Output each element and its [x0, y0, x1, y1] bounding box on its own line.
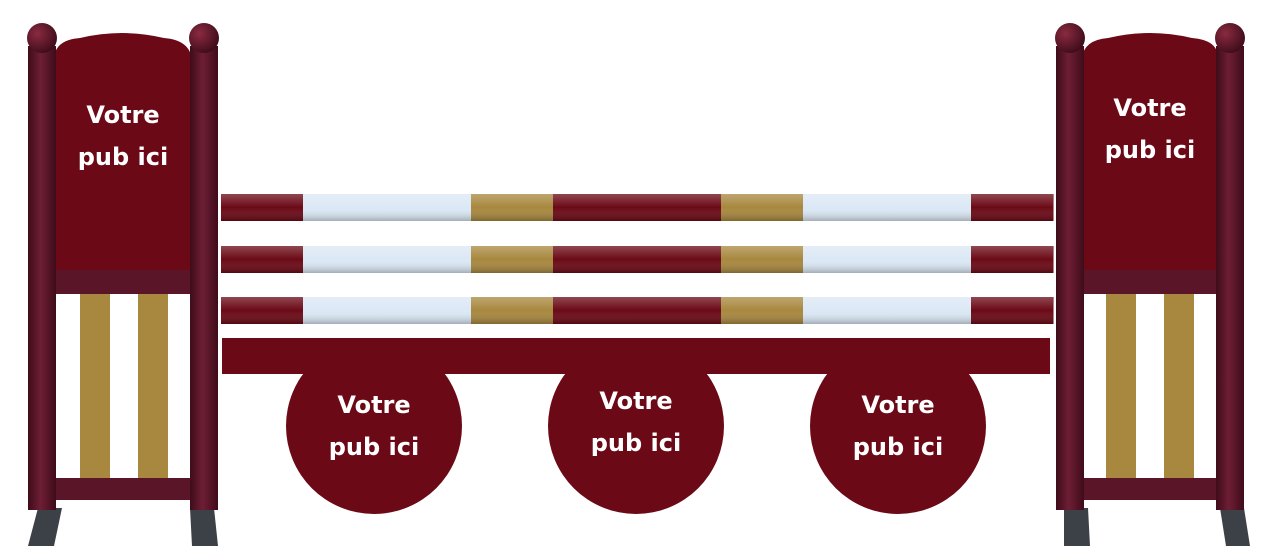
- left-wing-inner-finial: [189, 23, 219, 53]
- right-wing-inner-finial: [1055, 23, 1085, 53]
- right-wing-right-foot: [1220, 508, 1250, 546]
- filler-left-line1: Votre: [337, 391, 411, 419]
- jump-poles: [221, 194, 1054, 324]
- right-wing-left-foot: [1064, 508, 1090, 546]
- filler-center-line1: Votre: [599, 387, 673, 415]
- left-wing-outer-post: [28, 46, 56, 510]
- right-wing-advert-label: Votre pub ici: [1082, 87, 1218, 171]
- right-wing-stripe-area: [1082, 294, 1218, 478]
- right-wing-stand: [1055, 23, 1250, 546]
- filler-disc-right: [810, 338, 986, 514]
- pole-2-shading: [221, 246, 1053, 273]
- filler-disc-center-label: Votre pub ici: [556, 380, 716, 464]
- left-wing-advert-panel: [54, 33, 192, 272]
- filler-disc-center: [548, 338, 724, 514]
- filler-right-line1: Votre: [861, 391, 935, 419]
- left-wing-left-foot: [28, 508, 62, 546]
- left-wing-bottom-rail: [50, 478, 196, 500]
- right-wing-label-line1: Votre: [1113, 94, 1187, 122]
- filler-disc-right-label: Votre pub ici: [818, 384, 978, 468]
- right-wing-bottom-rail: [1078, 478, 1224, 500]
- left-wing-inner-post: [190, 46, 218, 510]
- filler-right-line2: pub ici: [852, 433, 944, 461]
- left-wing-label-line2: pub ici: [77, 143, 169, 171]
- right-wing-advert-panel: [1082, 33, 1218, 272]
- right-wing-inner-post: [1056, 46, 1084, 510]
- filler-left-line2: pub ici: [328, 433, 420, 461]
- right-wing-outer-finial: [1215, 23, 1245, 53]
- right-wing-panel-rail: [1082, 270, 1218, 294]
- pole-1-shading: [221, 194, 1053, 221]
- filler-disc-left: [286, 338, 462, 514]
- right-wing-gold-stripe: [1164, 294, 1194, 478]
- left-wing-panel-rail: [54, 270, 192, 294]
- right-wing-label-line2: pub ici: [1104, 136, 1196, 164]
- filler-center-line2: pub ici: [590, 429, 682, 457]
- left-wing-stand: [27, 23, 219, 546]
- left-wing-stripe-area: [54, 294, 192, 478]
- left-wing-label-line1: Votre: [86, 101, 160, 129]
- left-wing-right-foot: [190, 508, 218, 546]
- left-wing-gold-stripe: [138, 294, 168, 478]
- right-wing-gold-stripe: [1106, 294, 1136, 478]
- pole-3-shading: [221, 297, 1053, 324]
- left-wing-gold-stripe: [80, 294, 110, 478]
- left-wing-outer-finial: [27, 23, 57, 53]
- left-wing-advert-label: Votre pub ici: [54, 94, 192, 178]
- filler-disc-left-label: Votre pub ici: [294, 384, 454, 468]
- right-wing-outer-post: [1216, 46, 1244, 510]
